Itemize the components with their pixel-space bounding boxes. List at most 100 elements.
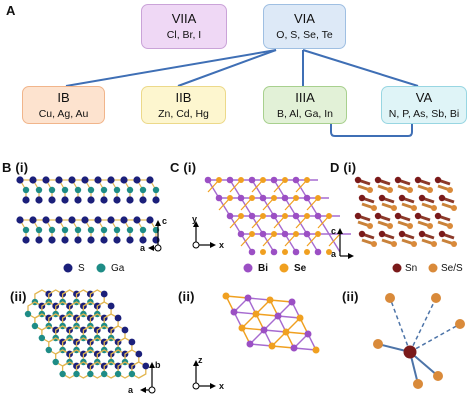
group-iib-name: IIB [175,89,192,105]
sulfur-atom [87,236,95,244]
b-ii-axes-icon [140,362,156,394]
tin-atom [418,230,426,238]
long-bond [409,297,437,353]
selenium-atom [427,187,433,193]
selenium-atom [371,205,377,211]
selenium-atom [304,249,310,255]
bond [229,215,242,235]
selenium-atom [238,324,246,332]
selenium-atom [282,328,290,336]
selenium-atom [413,379,423,389]
tin-atom [358,230,366,238]
gallium-atom [113,186,121,194]
tin-atom [394,176,402,184]
gallium-atom [52,358,59,366]
sulfur-atom [113,236,121,244]
bismuth-atom [244,294,252,302]
sulfur-atom [120,216,128,224]
group-iiia-name: IIIA [295,89,315,105]
bond [328,233,341,247]
sulfur-atom [35,236,43,244]
bismuth-atom [292,212,300,220]
selenium-atom [249,195,255,201]
tin-atom [374,212,382,220]
selenium-atom [407,223,413,229]
gallium-atom [73,370,80,378]
bond [284,197,297,217]
sulfur-atom [22,236,30,244]
tin-atom [374,176,382,184]
bond [251,215,264,235]
tin-atom [418,194,426,202]
tin-atom [378,230,386,238]
bond [233,311,257,315]
bismuth-atom [274,312,282,320]
bismuth-atom [314,212,322,220]
c-legend-se-label: Se [294,263,307,274]
gallium-atom [128,370,136,378]
sulfur-atom [139,196,147,204]
d-i-axis-up-label: c [331,226,337,236]
sulfur-atom [146,216,154,224]
group-via-box: VIA O, S, Se, Te [263,4,346,49]
bismuth-atom [215,194,223,202]
d-i-axis-right-label: a [331,249,337,259]
sulfur-atom [61,196,69,204]
group-iib-box: IIB Zn, Cd, Hg [141,86,226,124]
gallium-atom [152,186,160,194]
sulfur-atom [135,350,143,358]
c-ii-axes-icon [192,360,216,390]
c-legend-swatch-se [279,263,289,273]
gallium-atom [31,322,39,330]
group-connector-lines [65,49,419,137]
gas-honeycomb-top-view [24,289,150,379]
bismuth-atom [204,176,212,184]
selenium-atom [260,213,266,219]
bond [240,233,253,253]
group-iiia-box: IIIA B, Al, Ga, In [263,86,347,124]
selenium-atom [411,205,417,211]
panel-a-label: A [6,3,16,18]
bond [295,215,308,235]
selenium-atom [282,249,288,255]
sulfur-atom [126,196,134,204]
gallium-atom [45,346,52,354]
sulfur-atom [81,176,89,184]
d-legend-sn-label: Sn [405,263,418,274]
bismuth-atom [303,230,311,238]
gallium-atom [59,370,66,378]
bond [295,179,308,199]
b-legend-swatch-ga [96,263,106,273]
selenium-atom [312,346,320,354]
selenium-atom [260,177,266,183]
bond [273,179,286,199]
sulfur-atom [61,236,69,244]
sulfur-atom [42,216,50,224]
bismuth-atom [226,212,234,220]
tin-atom [438,194,446,202]
selenium-atom [371,241,377,247]
bond [251,179,264,199]
selenium-atom [447,187,453,193]
sulfur-atom [114,314,122,322]
group-via-elements: O, S, Se, Te [276,29,333,41]
sulfur-atom [16,176,24,184]
tin-atom [438,230,446,238]
bond [328,233,341,253]
c-ii-axis-right-label: x [219,381,225,391]
bismuth-atom [270,176,278,184]
gallium-atom [101,370,108,378]
bond [277,315,301,319]
selenium-atom [367,223,373,229]
bismuth-atom [248,248,256,256]
bismuth-atom [288,298,296,306]
sulfur-atom [29,176,37,184]
bond [317,215,330,235]
selenium-atom [387,223,393,229]
selenium-atom [238,177,244,183]
bismuth-atom [259,194,267,202]
bismuth-atom [304,330,312,338]
gallium-atom [74,186,82,194]
bismuth-atom [281,230,289,238]
b-legend-swatch-s [63,263,73,273]
